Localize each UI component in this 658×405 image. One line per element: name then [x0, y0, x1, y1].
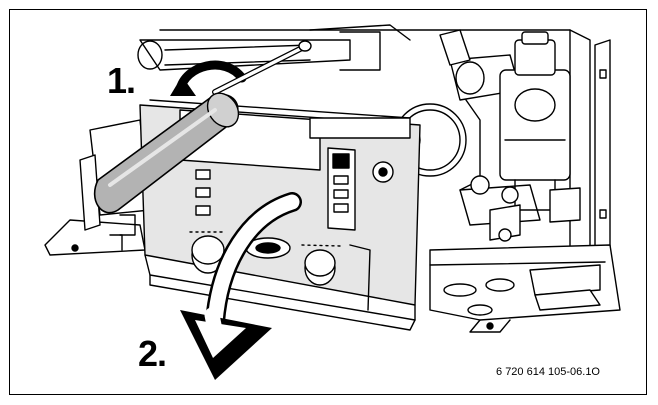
diagram-frame: 1. 2. 6 720 614 105-06.1O	[9, 9, 647, 395]
screwdriver-icon	[93, 40, 312, 214]
swing-down-arrow-icon	[180, 192, 302, 380]
step-2-label: 2.	[138, 333, 167, 374]
boiler-housing	[137, 24, 611, 281]
boiler-illustration	[44, 24, 621, 380]
bottom-tray	[44, 219, 621, 333]
figure-id: 6 720 614 105-06.1O	[496, 366, 600, 378]
gas-valve	[470, 31, 581, 242]
rotate-arrow-icon	[170, 60, 247, 96]
step-1-label: 1.	[107, 60, 136, 101]
